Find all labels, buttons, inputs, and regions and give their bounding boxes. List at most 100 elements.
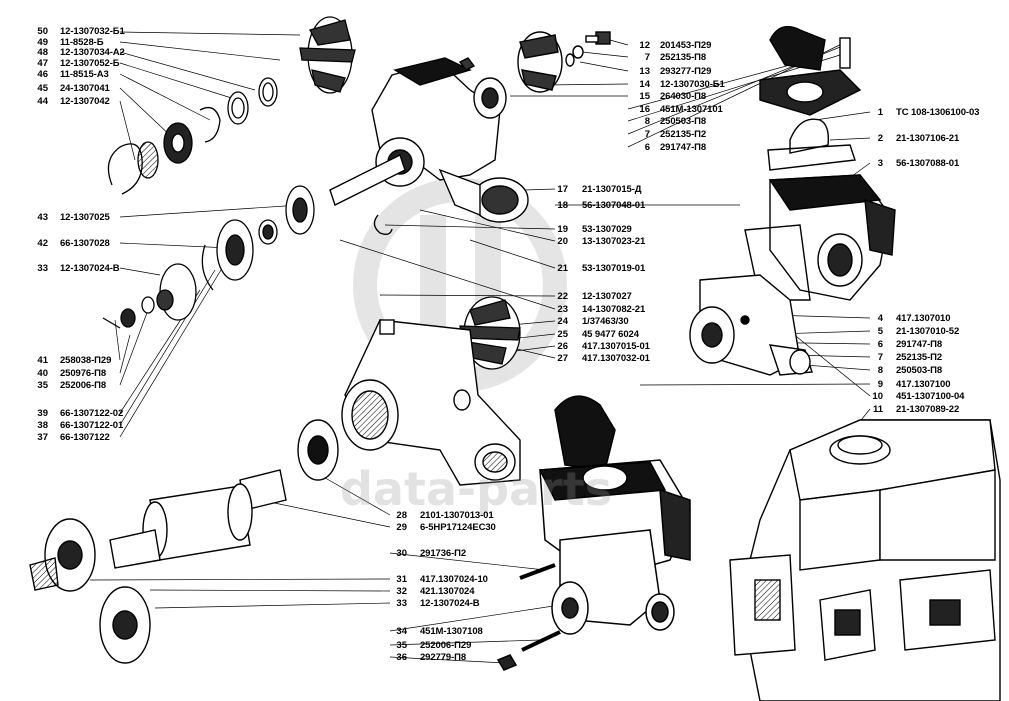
callout-part-code: 252135-П2	[660, 129, 707, 140]
callout-part-code: 56-1307048-01	[582, 200, 646, 211]
callout-part-code: 56-1307088-01	[896, 158, 960, 169]
callout-number: 34	[396, 626, 407, 637]
callout-part-code: 417.1307032-01	[582, 353, 650, 364]
callout-number: 41	[37, 355, 48, 366]
callout-number: 36	[396, 652, 407, 663]
callout-number: 7	[877, 352, 883, 363]
callout-part-code: 417.1307100	[896, 379, 951, 390]
callout-part-code: 12-1307034-А2	[60, 47, 125, 58]
callout-number: 45	[37, 83, 48, 94]
callout-number: 14	[639, 79, 650, 90]
callout-part-code: 66-1307122-01	[60, 420, 124, 431]
callout-part-code: 250503-П8	[660, 116, 707, 127]
callout-number: 44	[37, 96, 48, 107]
callout-part-code: 252006-П8	[60, 380, 107, 391]
callout-number: 50	[37, 26, 48, 37]
callout-number: 17	[557, 184, 568, 195]
callout-number: 12	[639, 40, 650, 51]
callout-part-code: 417.1307024-10	[420, 574, 488, 585]
callout-part-code: 291747-П8	[660, 142, 707, 153]
callout-number: 35	[396, 640, 407, 651]
upper-impeller-assembly	[107, 16, 356, 195]
callout-part-code: 53-1307029	[582, 224, 632, 235]
callout-number: 43	[37, 212, 48, 223]
callout-part-code: 2101-1307013-01	[420, 510, 494, 521]
callout-number: 7	[644, 52, 650, 63]
callout-number: 8	[644, 116, 650, 127]
callout-number: 21	[557, 263, 568, 274]
callout-part-code: 11-8515-А3	[60, 69, 109, 80]
callout-part-code: 201453-П29	[660, 40, 712, 51]
callout-part-code: 264030-П8	[660, 91, 707, 102]
engine-block	[729, 419, 1001, 701]
callout-number: 33	[37, 263, 48, 274]
lower-shaft-assembly	[29, 419, 339, 664]
callout-number: 8	[877, 365, 883, 376]
callout-part-code: 12-1307030-Б1	[660, 79, 725, 90]
callout-number: 39	[37, 408, 48, 419]
callout-part-code: 12-1307027	[582, 291, 632, 302]
callout-number: 7	[644, 129, 650, 140]
callout-part-code: 451-1307100-04	[896, 391, 965, 402]
middle-pump-housing	[341, 319, 521, 486]
callout-part-code: 252006-П29	[420, 640, 472, 651]
callout-number: 11	[872, 404, 883, 415]
middle-impeller	[459, 296, 521, 370]
callout-number: 37	[37, 432, 48, 443]
callout-number: 19	[557, 224, 568, 235]
callout-number: 10	[872, 391, 883, 402]
callout-part-code: 250976-П8	[60, 368, 107, 379]
callout-part-code: 417.1307015-01	[582, 341, 650, 352]
watermark-text: data-parts	[340, 462, 613, 516]
callout-part-code: 252135-П8	[660, 52, 707, 63]
callout-number: 48	[37, 47, 48, 58]
callout-number: 23	[557, 304, 568, 315]
callout-part-code: 66-1307028	[60, 238, 110, 249]
callout-part-code: 14-1307082-21	[582, 304, 646, 315]
callout-number: 26	[557, 341, 568, 352]
callout-part-code: 451М-1307108	[420, 626, 483, 637]
callout-part-code: 21-1307015-Д	[582, 184, 642, 195]
leader-lines-left	[114, 31, 301, 438]
callout-number: 46	[37, 69, 48, 80]
lower-assembled-pump	[496, 395, 691, 671]
right-small-pump	[689, 274, 813, 376]
callout-number: 47	[37, 58, 48, 69]
callout-part-code: 451М-1307101	[660, 104, 723, 115]
callout-number: 28	[396, 510, 407, 521]
upper-pump-housing	[329, 31, 611, 236]
callout-part-code: 24-1307041	[60, 83, 110, 94]
callout-part-code: 12-1307025	[60, 212, 110, 223]
callout-part-code: 258038-П29	[60, 355, 112, 366]
thermostat-housing	[744, 26, 896, 301]
callout-number: 9	[877, 379, 883, 390]
callout-number: 27	[557, 353, 568, 364]
callout-number: 1	[877, 107, 883, 118]
callout-part-code: 252135-П2	[896, 352, 943, 363]
callout-part-code: 11-8528-Б	[60, 37, 104, 48]
callout-number: 32	[396, 586, 407, 597]
callout-number: 6	[644, 142, 650, 153]
callout-number: 35	[37, 380, 48, 391]
callout-part-code: 45 9477 6024	[582, 329, 639, 340]
callout-number: 4	[877, 313, 883, 324]
callout-part-code: 21-1307010-52	[896, 326, 960, 337]
callout-number: 38	[37, 420, 48, 431]
callout-part-code: 12-1307042	[60, 96, 110, 107]
callout-part-code: 12-1307032-Б1	[60, 26, 125, 37]
callout-part-code: 12-1307024-В	[60, 263, 120, 274]
callout-part-code: 66-1307122	[60, 432, 110, 443]
callout-number: 15	[639, 91, 650, 102]
callout-part-code: 66-1307122-02	[60, 408, 124, 419]
callout-number: 31	[396, 574, 407, 585]
callout-number: 29	[396, 522, 407, 533]
callout-number: 30	[396, 548, 407, 559]
callout-part-code: 12-1307052-Б	[60, 58, 120, 69]
callout-part-code: 21-1307089-22	[896, 404, 960, 415]
callout-part-code: 250503-П8	[896, 365, 943, 376]
callout-part-code: 291747-П8	[896, 339, 943, 350]
callout-number: 2	[877, 133, 883, 144]
callout-part-code: 293277-П29	[660, 66, 712, 77]
